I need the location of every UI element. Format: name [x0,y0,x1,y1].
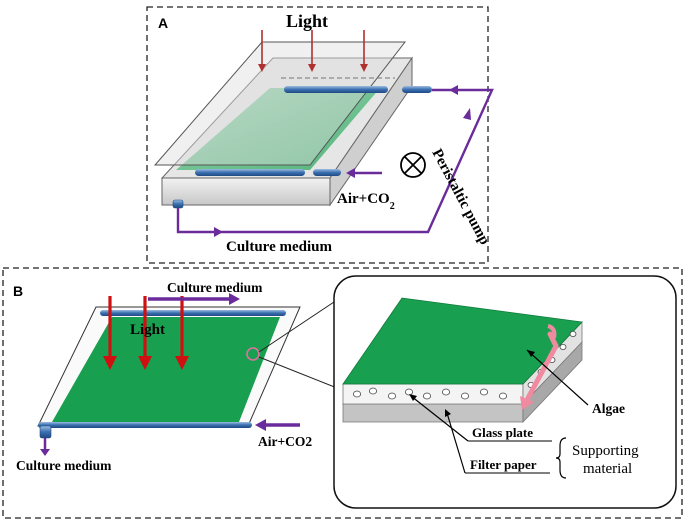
glass-plate-pointer [410,395,469,442]
drain-port-b [39,425,52,439]
panel-a-frame [146,6,489,264]
flow-inlet-curve [547,324,557,339]
air-co2-label-b: Air+CO2 [258,434,312,449]
drain-arrowhead-b [40,449,50,456]
peristaltic-pump-icon [400,152,426,178]
magnify-circle [246,347,260,361]
loop-arrow-bottom [214,227,223,237]
glass-plate-front [342,383,524,405]
flow-arrowhead-pink [520,396,534,410]
culture-medium-label-bottom: Culture medium [16,458,112,473]
light-arrows-b [103,296,189,370]
culture-medium-label-a: Culture medium [226,239,332,255]
algae-pointer [526,349,589,406]
algae-label: Algae [592,401,625,416]
glass-cover-plate [153,41,407,166]
supporting-label-line1: Supporting [572,443,639,459]
algae-pointer-head [527,350,535,357]
zoom-connector-bottom [258,356,338,389]
air-co2-label-a: Air+CO2 [337,191,395,212]
zoom-connector-top [258,299,338,353]
loop-arrow-top [449,85,458,95]
tube-bottom-b [38,422,252,428]
tube-top-b [100,310,286,316]
light-label-a: Light [286,11,328,31]
layered-block [342,297,583,424]
tube-bottom-a [195,169,305,176]
culture-medium-label-top: Culture medium [167,280,263,295]
circulation-loop [176,88,494,234]
algae-layer-a [176,88,380,170]
filter-paper-pointer-head [445,409,451,417]
panel-b: B Light Culture medium Air+CO2 Culture m… [2,267,683,519]
culture-medium-arrowhead-top [229,293,240,305]
filter-paper-label: Filter paper [470,457,537,472]
panel-b-letter: B [13,283,23,299]
glass-plate-pointer-head [409,394,417,401]
algae-layer-detail [342,297,583,385]
loop-arrow-right [463,108,471,120]
light-label-b: Light [130,322,165,338]
air-co2-arrowhead-b [255,419,266,431]
air-co2-arrowhead-a [346,168,355,178]
panel-a-letter: A [158,15,168,31]
panel-a: A Light [146,6,494,264]
filter-paper-pointer [446,412,466,474]
supporting-label-line2: material [583,461,632,477]
drain-port-a [172,199,184,209]
supporting-brace [555,437,567,479]
tube-air-inlet-a [313,169,341,176]
panel-b-frame [2,267,683,519]
tube-top-a [284,86,388,93]
tube-outlet-a [402,86,432,93]
tray-front-face [161,177,331,206]
glass-plate-label: Glass plate [472,425,533,440]
flow-arrow-pink [525,331,559,401]
